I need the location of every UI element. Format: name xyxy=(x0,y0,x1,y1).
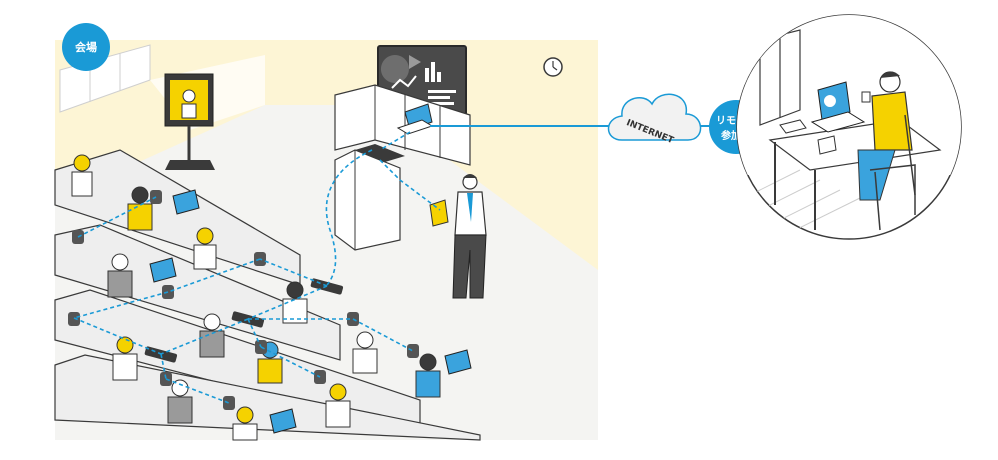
attendee xyxy=(112,336,138,381)
attendee xyxy=(107,253,133,298)
desk-row xyxy=(54,289,421,436)
attendee xyxy=(325,383,351,428)
microphone-speaker-icon xyxy=(407,344,419,358)
venue-badge: 会場 xyxy=(62,23,110,71)
attendee xyxy=(232,406,258,441)
attendee xyxy=(127,186,153,231)
speakerphone-icon xyxy=(355,144,405,162)
desk-row xyxy=(54,149,301,286)
desk-laptops xyxy=(149,189,472,434)
laptop-icon xyxy=(269,408,297,434)
laptop-icon xyxy=(396,103,434,135)
microphone-speaker-icon xyxy=(68,312,80,326)
paper xyxy=(817,135,837,155)
attendee xyxy=(199,313,225,358)
remote-scene xyxy=(736,14,962,240)
attendee xyxy=(193,227,217,270)
cloud-icon: INTERNET xyxy=(607,93,702,146)
podium xyxy=(334,149,401,251)
presenter xyxy=(429,174,487,299)
attendee xyxy=(415,353,441,398)
audio-connection-lines xyxy=(73,131,441,404)
microphone-speaker-icon xyxy=(223,396,235,410)
attendee xyxy=(352,331,378,374)
laptop-icon xyxy=(444,349,472,375)
front-area xyxy=(164,45,563,251)
video-monitor xyxy=(164,73,215,170)
paper xyxy=(779,119,807,134)
chair xyxy=(869,114,916,231)
window xyxy=(759,29,801,126)
laptop-icon xyxy=(810,81,866,133)
clock-icon xyxy=(543,57,563,77)
laptop-icon xyxy=(149,257,177,283)
remote-person xyxy=(857,71,913,201)
mug xyxy=(861,91,871,103)
presentation-chart-icon xyxy=(380,55,456,105)
venue-label: 会場 xyxy=(75,40,97,54)
laptop-icon xyxy=(172,189,200,215)
attendee xyxy=(71,154,93,197)
